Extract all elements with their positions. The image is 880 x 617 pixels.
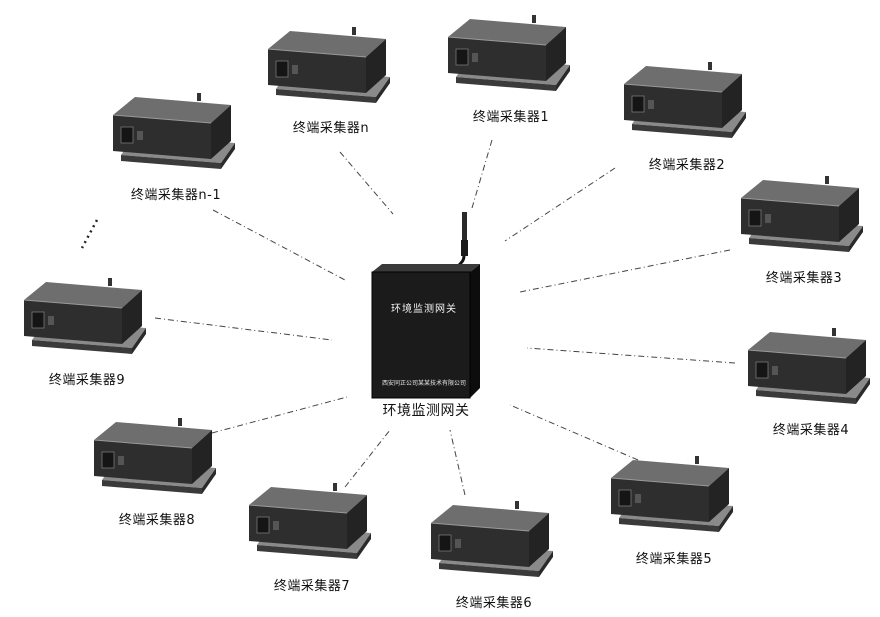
terminal-label: 终端采集器3 <box>765 271 843 286</box>
gateway-company-text: 西安同正公司某某技术有限公司 <box>381 380 466 387</box>
link-terminal-1 <box>471 139 493 209</box>
link-terminal-n <box>339 151 394 215</box>
link-terminal-8 <box>211 396 348 434</box>
terminal-label: 终端采集器8 <box>118 513 196 528</box>
link-terminal-3 <box>519 249 731 293</box>
terminal-node-n-1: 终端采集器n-1 <box>111 93 241 205</box>
terminal-label: 终端采集器n-1 <box>130 188 222 203</box>
ellipsis-dots <box>80 219 99 249</box>
link-terminal-4 <box>526 347 736 364</box>
terminal-node-3: 终端采集器3 <box>739 176 869 288</box>
terminal-node-2: 终端采集器2 <box>622 62 752 174</box>
device-icon <box>430 501 553 577</box>
gateway-label: 环境监测网关 <box>382 403 470 419</box>
link-terminal-7 <box>344 429 391 488</box>
device-icon <box>93 418 216 494</box>
terminal-node-6: 终端采集器6 <box>429 501 559 613</box>
gateway-device: 环境监测网关 西安同正公司某某技术有限公司 <box>368 212 480 402</box>
terminal-label: 终端采集器9 <box>48 373 126 388</box>
link-terminal-5 <box>509 404 639 461</box>
terminal-node-5: 终端采集器5 <box>609 456 739 568</box>
device-icon <box>610 456 733 532</box>
link-terminal-n-1 <box>212 209 346 281</box>
device-icon <box>23 278 146 354</box>
terminal-node-8: 终端采集器8 <box>92 418 222 530</box>
terminal-label: 终端采集器2 <box>648 158 726 173</box>
device-icon <box>747 328 870 404</box>
terminal-label: 终端采集器7 <box>273 579 351 594</box>
terminal-label: 终端采集器1 <box>472 110 550 125</box>
link-terminal-2 <box>504 167 616 242</box>
terminal-label: 终端采集器n <box>292 121 370 136</box>
terminal-label: 终端采集器6 <box>455 596 533 611</box>
device-icon <box>112 93 235 169</box>
device-icon <box>267 27 390 103</box>
device-icon <box>447 15 570 91</box>
gateway-icon <box>371 212 480 399</box>
gateway-panel-title: 环境监测网关 <box>391 304 457 315</box>
device-icon <box>740 176 863 252</box>
terminal-node-4: 终端采集器4 <box>746 328 876 440</box>
terminal-node-n: 终端采集器n <box>266 27 396 139</box>
link-terminal-9 <box>154 317 333 341</box>
device-icon <box>623 62 746 138</box>
terminal-node-9: 终端采集器9 <box>22 278 152 390</box>
terminal-label: 终端采集器5 <box>635 552 713 567</box>
terminal-node-1: 终端采集器1 <box>446 15 576 127</box>
terminal-node-7: 终端采集器7 <box>247 483 377 595</box>
device-icon <box>248 483 371 559</box>
terminal-label: 终端采集器4 <box>772 423 850 438</box>
link-terminal-6 <box>449 429 466 496</box>
